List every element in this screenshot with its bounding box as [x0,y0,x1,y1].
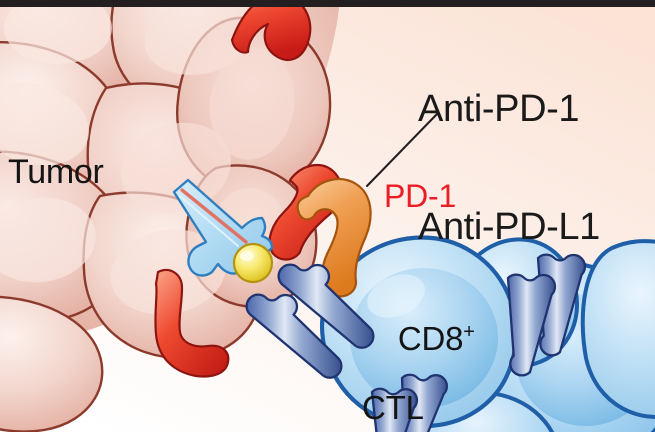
tumor-nucleus-4 [121,122,231,214]
antibody-label: Anti-PD-1 Anti-PD-L1 [418,12,600,326]
leader-line [365,112,439,188]
tcr-cylinder-b [245,293,343,379]
tcr-primary-lower [370,373,449,432]
tumor-label: Tumor [8,153,104,191]
ctl-label: CD8+ CTL [362,288,475,432]
ctl-highlight-primary [367,274,425,318]
antigen-peptide [232,242,274,284]
ctl-cell-far-right [580,239,655,419]
tumor-nucleus-5 [209,48,295,160]
tcr-right-cell [506,253,587,377]
mhc-peptide-groove [180,188,248,244]
top-border-bar [0,0,655,7]
ctl-label-cd8: CD8 [397,319,464,357]
tcr-primary [245,263,375,379]
tumor-nucleus-3 [0,82,89,166]
ctl-label-ctl: CTL [362,388,424,426]
antibody-label-line2: Anti-PD-L1 [418,205,600,248]
mhc-highlight [179,195,239,247]
tcr-cylinder-lower-a [400,373,449,432]
tcr-cylinder-lower-b [370,387,419,432]
antibody-label-line1: Anti-PD-1 [418,87,580,130]
tumor-nucleus-1 [4,0,112,64]
tcr-receptors [245,253,587,432]
tumor-nucleus-6 [0,197,96,283]
pdl1-ligand-lower [154,268,230,378]
pdl1-ligand-top [230,0,312,61]
pd1-label: PD-1 [384,178,457,214]
tcr-right-cylinder-b [506,273,557,377]
tumor-lobe-9 [0,295,104,432]
tumor-nucleus-2 [144,0,256,75]
ctl-label-superscript: + [463,320,475,343]
tcr-cylinder-a [277,263,375,349]
